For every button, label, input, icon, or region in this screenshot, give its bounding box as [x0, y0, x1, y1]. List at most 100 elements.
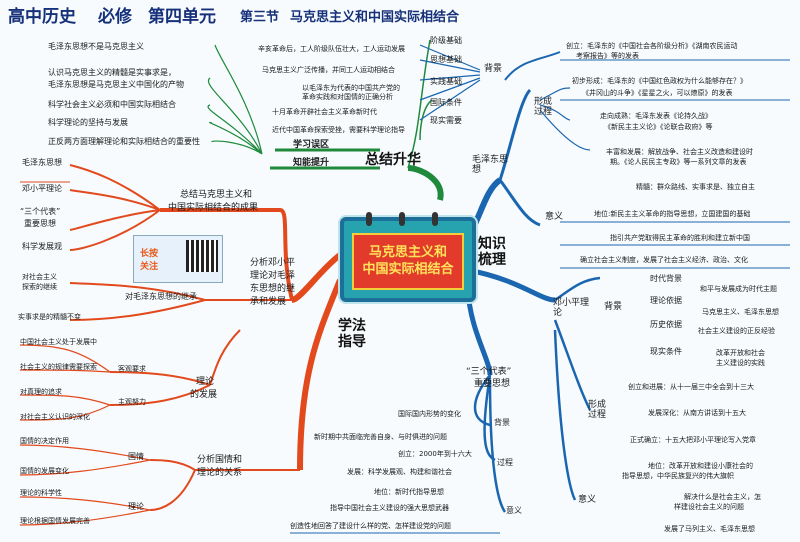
fenxi-label4: 承和发展 [250, 297, 287, 307]
wuqu-item: 毛泽东思想是马克思主义中国化的产物 [48, 80, 184, 89]
sange-label2: 重要思想 [474, 379, 511, 389]
jc-item: 实事求是的精髓不变 [18, 313, 81, 321]
deng-bj-detail: 社会主义建设的正反经验 [698, 327, 775, 335]
guoqing-label2: 理论的关系 [197, 468, 243, 478]
jc-item: 探索的继续 [22, 283, 57, 291]
mao-xc-item: 考察报告》等的发表 [576, 52, 639, 60]
deng-bj-item: 现实条件 [650, 347, 682, 356]
mao-yy-item: 地位:新民主主义革命的指导思想，立国建国的基础 [594, 210, 751, 218]
deng-yiyi: 意义 [578, 495, 597, 505]
ll-item: 理论根据国情发展完善 [20, 517, 90, 525]
jicheng-label: 对毛泽东思想的继承 [125, 292, 197, 301]
mao-xc-item: 创立：毛泽东的《中国社会各阶级分析》《湖南农民运动 [566, 42, 738, 50]
sange-label1: “三个代表” [466, 367, 512, 377]
deng-xc-item: 创立和进展：从十一届三中全会到十三大 [628, 383, 754, 391]
sange-yiyi: 意义 [506, 506, 522, 515]
cg-item: 重要思想 [24, 219, 56, 228]
wuqu-item: 认识马克思主义的精髓是实事求是， [48, 68, 176, 77]
deng-xc-item: 正式确立：十五大把邓小平理论写入党章 [630, 436, 756, 444]
sange-guocheng: 过程 [497, 458, 513, 467]
fenxi-label3: 东思想的继 [250, 284, 296, 294]
xuefa-zhidao-label: 学法指导 [338, 318, 366, 351]
guoqing-gq: 国情 [128, 452, 144, 461]
sange-bj-item: 国际国内形势的变化 [398, 410, 461, 418]
mao-xc-item: 走向成熟：毛泽东发表《论持久战》 [600, 112, 712, 120]
deng-bj-detail: 改革开放和社会 [716, 349, 765, 357]
mao-beijing: 背景 [484, 64, 503, 74]
deng-bj-detail: 马克思主义、毛泽东思想 [702, 308, 779, 316]
deng-xc-item: 指导思想，中华民族复兴的伟大旗帜 [622, 472, 734, 480]
mao-bj-detail: 辛亥革命后，工人阶级队伍壮大，工人运动发展 [258, 45, 405, 53]
deng-label: 邓小平理论 [553, 298, 590, 319]
deng-xc-item: 发展深化：从南方讲话到十五大 [648, 409, 746, 417]
cg-item: 毛泽东思想 [22, 158, 62, 167]
xuexi-wuqu-label: 学习误区 [293, 140, 330, 150]
book-title: 必修 [98, 7, 132, 27]
ll-item: 理论的科学性 [20, 489, 62, 497]
zg-item: 对真理的追求 [20, 388, 62, 396]
zhishi-shuli-label: 知识梳理 [478, 236, 506, 269]
mao-bj-item: 实践基础 [430, 77, 462, 86]
sange-bj-item: 新时期中共面临完善自身、与时俱进的问题 [314, 433, 447, 441]
zg-item: 对社会主义认识的深化 [20, 413, 90, 421]
guoqing-label1: 分析国情和 [197, 455, 243, 465]
sange-yy-item: 创造性地回答了建设什么样的党、怎样建设党的问题 [290, 522, 451, 530]
deng-bj-detail: 和平与发展成为时代主题 [700, 285, 777, 293]
qr-banner: 长按关注 [133, 235, 223, 283]
mao-xingcheng: 形成过程 [534, 97, 553, 118]
subject-title: 高中历史 [8, 7, 76, 27]
qr-badge: 长按关注 [140, 249, 159, 272]
deng-bj-detail: 主义建设的实践 [716, 359, 765, 367]
zongjie-cg-label1: 总结马克思主义和 [180, 190, 253, 200]
wuqu-item: 科学理论的坚持与发展 [48, 118, 128, 127]
mao-yy-item: 确立社会主义制度，发展了社会主义经济、政治、文化 [580, 256, 748, 264]
wuqu-item: 正反两方面理解理论和实际相结合的重要性 [48, 137, 200, 146]
deng-bj-item: 历史依据 [650, 320, 682, 329]
ring-icon [399, 212, 405, 226]
mao-xc-item: 初步形成：毛泽东的《中国红色政权为什么能够存在？》 [572, 77, 747, 85]
deng-beijing: 背景 [604, 302, 623, 312]
fazhan-label1: 理论 [196, 377, 215, 387]
mao-bj-detail: 近代中国革命探索受挫，需要科学理论指导 [272, 126, 405, 134]
mao-bj-item: 国际条件 [430, 98, 462, 107]
deng-yy-item: 解决什么是社会主义，怎 [684, 493, 761, 501]
fazhan-label2: 的发展 [190, 390, 218, 400]
mao-bj-detail: 马克思主义广泛传播，并同工人运动相结合 [262, 66, 395, 74]
center-topic: 马克思主义和 中国实际相结合 [340, 212, 476, 302]
cg-item: 科学发展观 [22, 242, 62, 251]
mao-label: 毛泽东思想 [472, 155, 509, 176]
mao-bj-item: 现实需要 [430, 116, 462, 125]
mao-xc-item: 《新民主主义论》《论联合政府》等 [604, 123, 713, 131]
fenxi-label2: 理论对毛泽 [250, 271, 296, 281]
ring-icon [432, 212, 438, 226]
sange-gc-item: 地位：新时代指导思想 [374, 488, 444, 496]
kg-item: 中国社会主义处于发展中 [20, 338, 97, 346]
mao-xc-item: 《井冈山的斗争》《星星之火，可以燎原》的发表 [582, 89, 733, 97]
ring-icon [366, 212, 372, 226]
mao-yiyi: 意义 [545, 212, 564, 222]
mao-xc-item: 丰富和发展：解放战争、社会主义改造和建设时 [606, 148, 753, 156]
kg-item: 社会主义的规律需要探索 [20, 363, 97, 371]
unit-title: 第四单元 [148, 7, 216, 27]
mao-yy-item: 指引共产党取得民主革命的胜利和建立新中国 [610, 234, 750, 242]
center-title-line2: 中国实际相结合 [362, 261, 454, 277]
sange-beijing: 背景 [494, 418, 510, 427]
gq-item: 国情的发展变化 [20, 467, 69, 475]
sange-gc-item: 创立：2000年到十六大 [398, 450, 472, 458]
mao-bj-detail: 以毛泽东为代表的中国共产党的 [302, 84, 400, 92]
qr-code-icon [186, 240, 218, 272]
page-title: 马克思主义和中国实际相结合 [290, 10, 460, 25]
mao-bj-detail: 革命实践和对国情的正确分析 [302, 93, 393, 101]
keguan-label: 客观要求 [118, 365, 146, 373]
zhuguan-label: 主观努力 [118, 398, 146, 406]
mao-bj-detail: 十月革命开辟社会主义革命新时代 [272, 108, 377, 116]
deng-yy-item: 样建设社会主义的问题 [674, 503, 744, 511]
wuqu-item: 毛泽东思想不是马克思主义 [48, 42, 144, 51]
jc-item: 对社会主义 [22, 273, 57, 281]
cg-item: 邓小平理论 [22, 184, 62, 193]
sange-gc-item: 发展：科学发展观、构建和谐社会 [347, 468, 452, 476]
deng-xingcheng: 形成过程 [588, 400, 607, 421]
deng-xc-item: 地位：改革开放和建设小康社会的 [648, 462, 753, 470]
mao-bj-item: 思想基础 [430, 55, 462, 64]
